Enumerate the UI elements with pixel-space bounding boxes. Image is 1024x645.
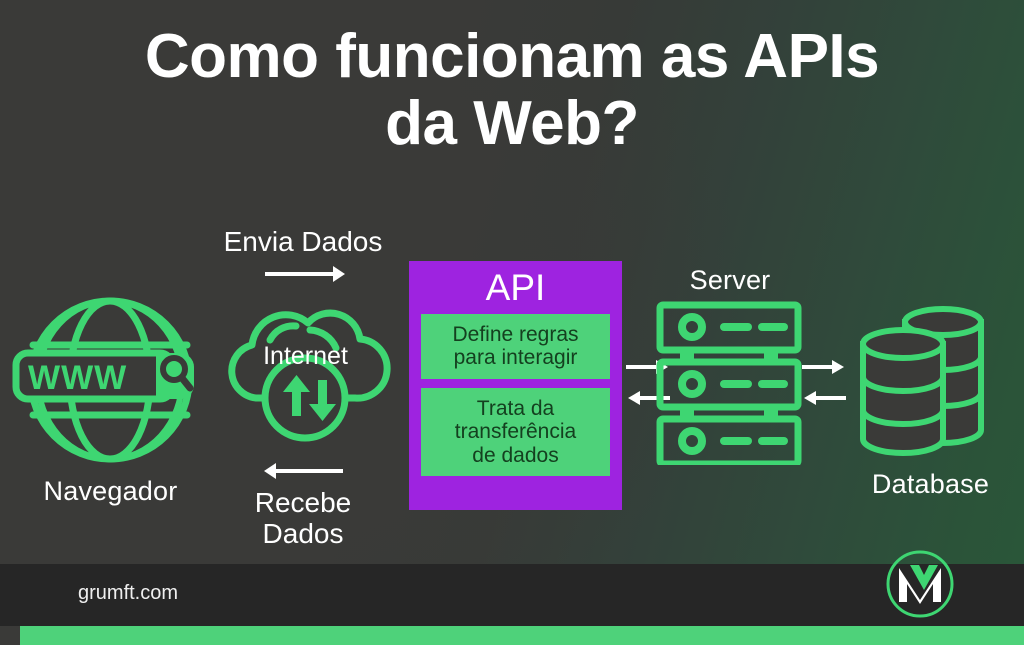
browser-node: WWW Navegador bbox=[8, 295, 213, 507]
page-title: Como funcionam as APIs da Web? bbox=[0, 22, 1024, 158]
api-panel-transfer-line-3: de dados bbox=[472, 443, 559, 467]
database-node: Database bbox=[843, 297, 1018, 500]
globe-icon: WWW bbox=[12, 297, 194, 463]
api-box: API Define regras para interagir Trata d… bbox=[409, 261, 622, 510]
receive-flow: Recebe Dados bbox=[203, 455, 403, 550]
api-title: API bbox=[485, 267, 546, 308]
send-label: Envia Dados bbox=[223, 226, 383, 257]
footer-bar bbox=[0, 564, 1024, 626]
arrow-left-icon bbox=[264, 463, 343, 479]
server-database-connector bbox=[798, 353, 850, 420]
magnifier-icon bbox=[160, 355, 194, 392]
api-panel-transfer-line-1: Trata da bbox=[476, 396, 555, 420]
title-line-2: da Web? bbox=[385, 88, 639, 158]
api-panel-transfer-line-2: transferência bbox=[454, 420, 577, 444]
cloud-icon bbox=[228, 309, 391, 442]
arrow-right-icon bbox=[265, 266, 345, 283]
footer-site-url[interactable]: grumft.com bbox=[78, 582, 179, 604]
api-panel-rules-line-1: Define regras bbox=[452, 322, 579, 346]
arrow-right-icon bbox=[802, 360, 844, 374]
up-down-arrows-icon bbox=[283, 375, 336, 421]
api-panel-rules-line-2: para interagir bbox=[453, 346, 578, 370]
send-flow: Envia Dados bbox=[203, 226, 403, 291]
internet-node: Internet bbox=[218, 300, 393, 450]
server-label: Server bbox=[689, 265, 771, 295]
transfer-circle bbox=[261, 354, 349, 442]
receive-label-line-2: Dados bbox=[262, 518, 344, 550]
arrow-left-icon bbox=[804, 391, 846, 405]
title-line-1: Como funcionam as APIs bbox=[144, 22, 880, 91]
database-cylinders-icon bbox=[860, 306, 984, 456]
browser-label: Navegador bbox=[43, 476, 178, 506]
api-panel-transfer: Trata da transferência de dados bbox=[421, 387, 610, 477]
server-node: Server bbox=[650, 265, 810, 470]
arrow-left-icon bbox=[628, 391, 670, 405]
grumft-monogram-logo[interactable] bbox=[884, 548, 956, 620]
server-rack-icon bbox=[656, 301, 802, 468]
footer-accent-strip bbox=[20, 626, 1024, 645]
search-text: WWW bbox=[28, 359, 127, 397]
api-panel-rules: Define regras para interagir bbox=[421, 313, 610, 379]
receive-label-line-1: Recebe bbox=[254, 487, 352, 518]
database-label: Database bbox=[871, 469, 990, 499]
